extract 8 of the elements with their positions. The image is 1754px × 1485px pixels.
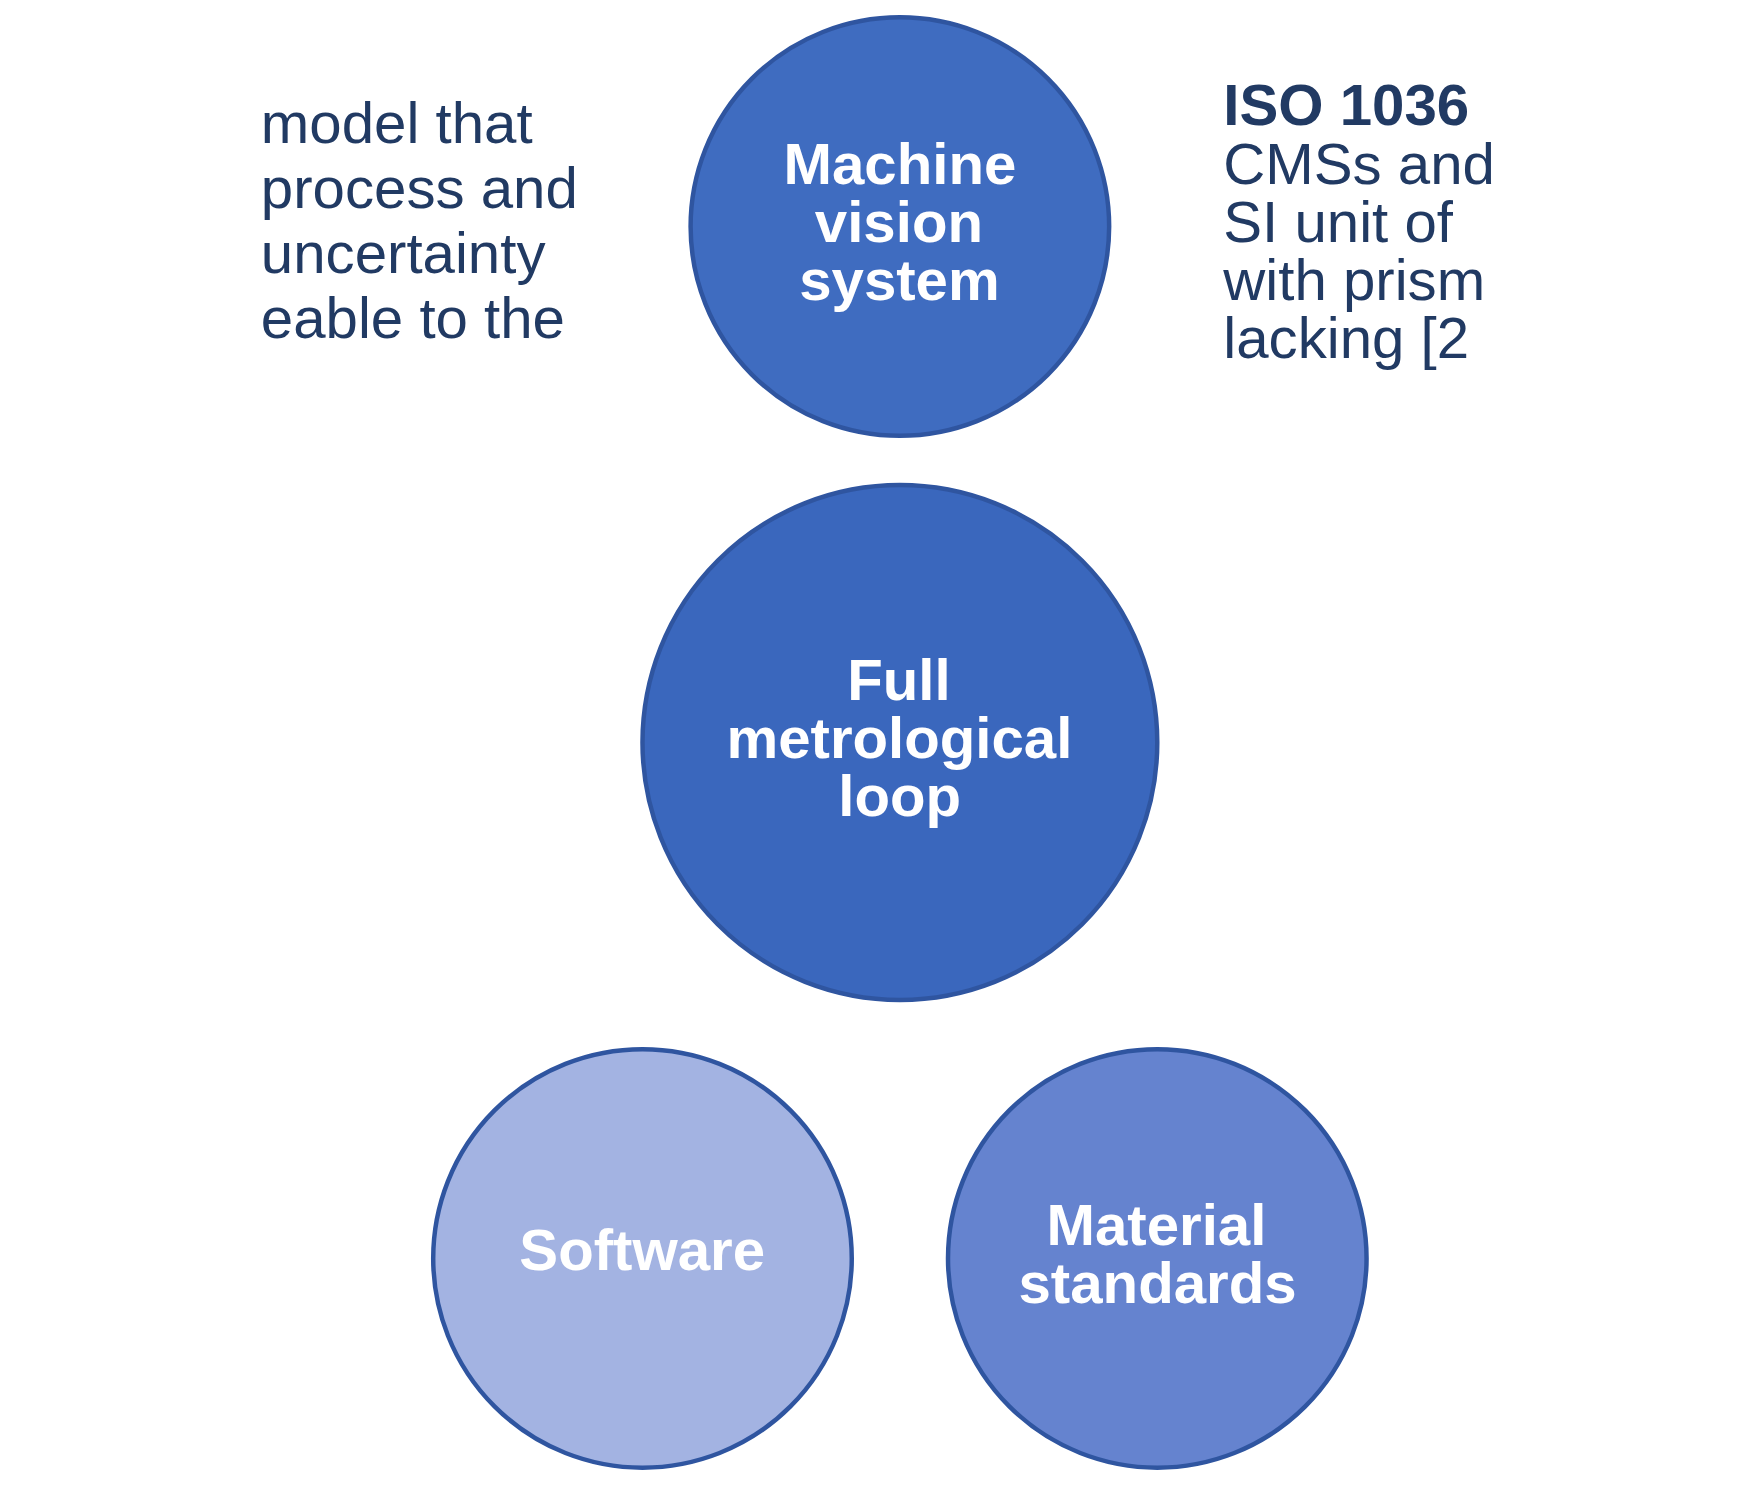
- label: process and: [260, 155, 578, 221]
- node-circle: Full metrological loop: [639, 482, 1159, 1003]
- label: eable to the: [260, 285, 565, 351]
- node-circle: Software: [430, 1046, 854, 1470]
- label: model that: [260, 90, 533, 156]
- node-circle: Machine vision system: [687, 15, 1111, 439]
- label: uncertainty: [260, 220, 545, 286]
- node-circle: Material standards: [945, 1046, 1369, 1470]
